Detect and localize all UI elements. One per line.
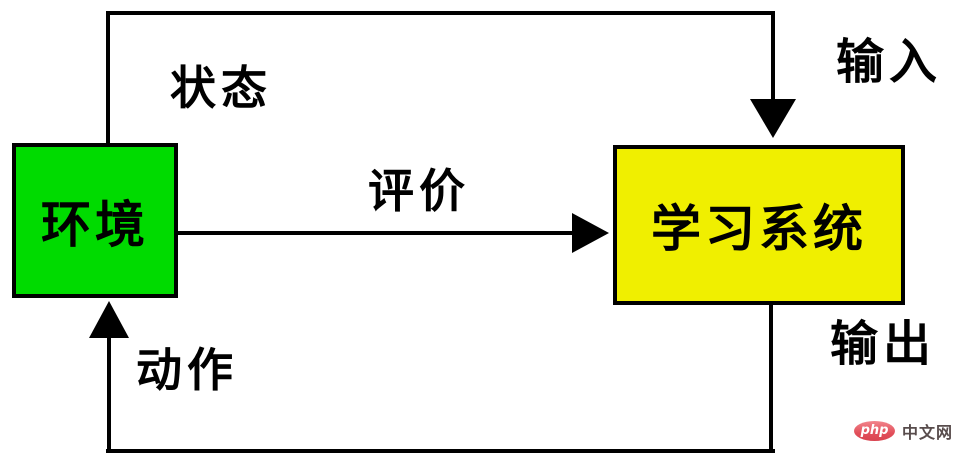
edge-label-action: 动作: [136, 343, 238, 397]
edge-label-evaluation: 评价: [368, 164, 470, 218]
node-environment-label: 环境: [41, 194, 149, 254]
edge-label-output: 输出: [830, 316, 937, 372]
node-learning-system-label: 学习系统: [651, 199, 867, 258]
arrowhead-down-icon: [750, 99, 796, 138]
arrowhead-up-icon: [89, 301, 129, 338]
php-logo-icon: php: [854, 421, 895, 441]
php-cn-watermark: php 中文网: [854, 419, 953, 443]
php-logo-text: php: [860, 423, 889, 438]
node-environment: 环境: [12, 143, 178, 298]
state-loop-left-line: [106, 11, 110, 143]
site-name-text: 中文网: [902, 423, 954, 442]
action-loop-left-line: [107, 334, 111, 453]
edge-label-state: 状态: [170, 61, 272, 115]
edge-label-input: 输入: [836, 34, 943, 90]
node-learning-system: 学习系统: [613, 145, 905, 305]
output-arrow-line: [769, 305, 773, 453]
input-arrow-line: [771, 11, 775, 101]
state-loop-top-line: [106, 11, 775, 15]
evaluation-arrow-line: [178, 231, 576, 235]
arrowhead-right-icon: [572, 213, 609, 253]
action-loop-bottom-line: [106, 449, 775, 453]
